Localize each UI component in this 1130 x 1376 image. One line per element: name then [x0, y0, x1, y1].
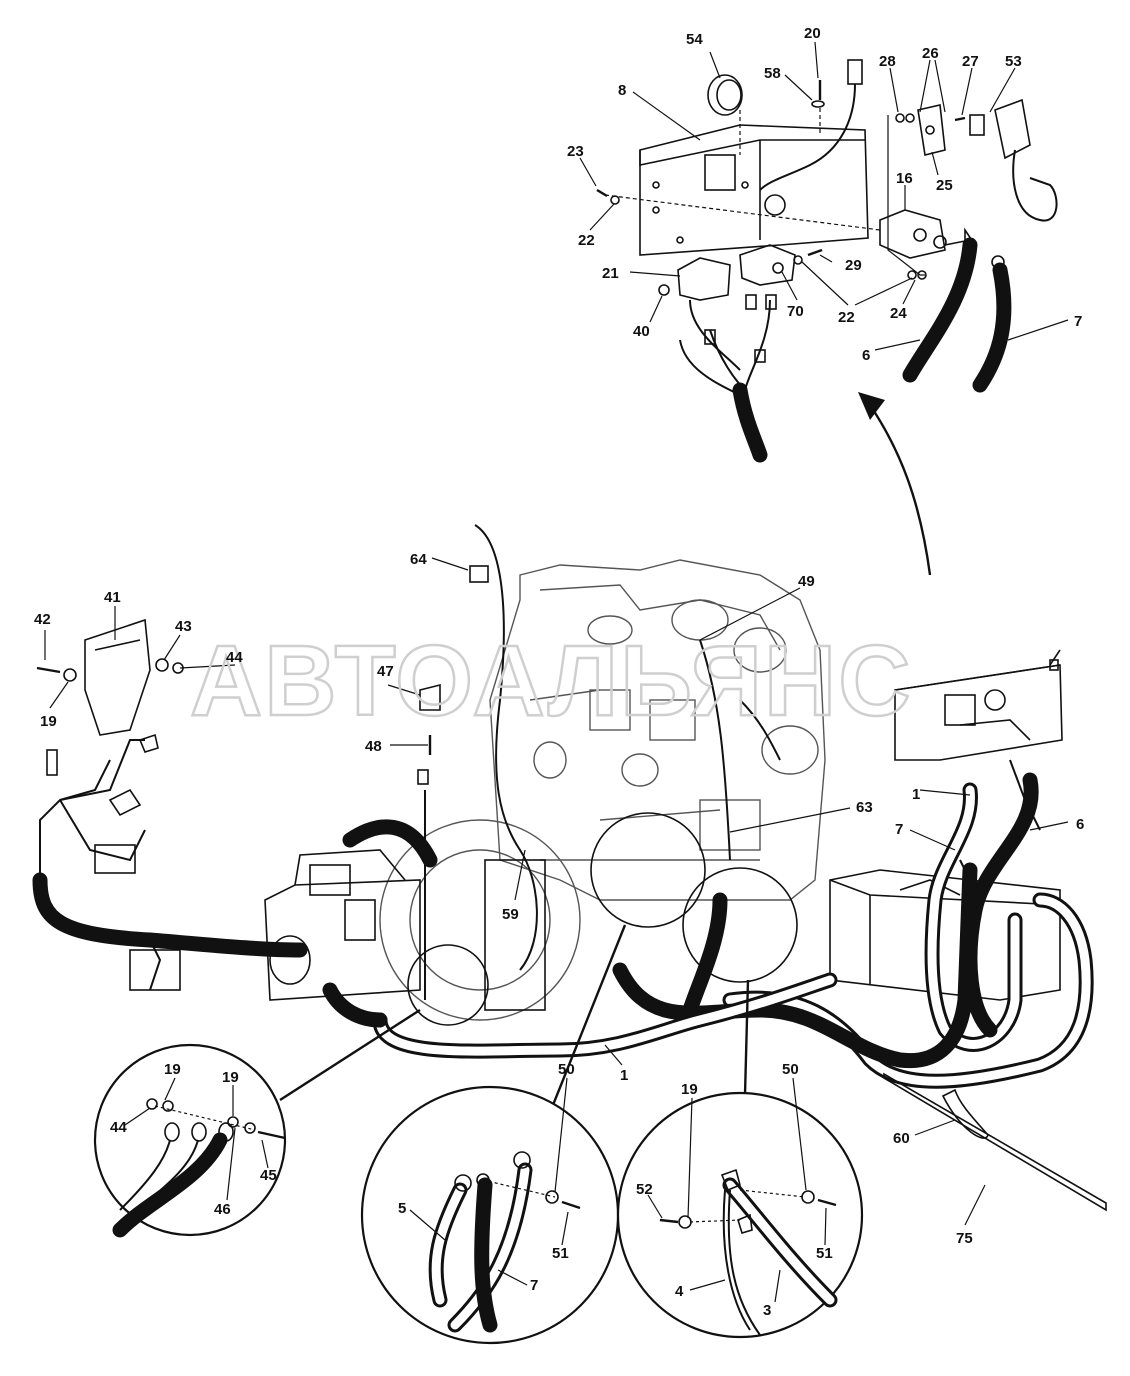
callout-46: 46: [214, 1201, 231, 1218]
assembly-arrow: [858, 392, 932, 576]
callout-19-detail-a: 19: [164, 1061, 181, 1078]
callout-8: 8: [618, 82, 626, 99]
callout-49: 49: [798, 573, 815, 590]
callout-7-detail: 7: [530, 1277, 538, 1294]
callout-44-detail: 44: [110, 1119, 127, 1136]
callout-23: 23: [567, 143, 584, 160]
callout-22-upper-right: 22: [838, 309, 855, 326]
callout-26: 26: [922, 45, 939, 62]
relay-bracket-installed: [894, 649, 1063, 761]
hydraulic-pump: [264, 849, 421, 1001]
callout-3: 3: [763, 1302, 771, 1319]
detail-circle-right: [616, 1091, 864, 1339]
callout-22-upper-left: 22: [578, 232, 595, 249]
detail-markers: [407, 812, 1107, 1212]
flywheel-housing: [379, 819, 581, 1021]
thin-wires: [39, 524, 1041, 1000]
callout-21: 21: [602, 265, 619, 282]
callout-40: 40: [633, 323, 650, 340]
callout-59: 59: [502, 906, 519, 923]
callout-52: 52: [636, 1181, 653, 1198]
callout-27: 27: [962, 53, 979, 70]
callout-7-lower: 7: [895, 821, 903, 838]
top-relay-plate-assembly: [596, 59, 1058, 463]
callout-6-lower: 6: [1076, 816, 1084, 833]
callout-50-right: 50: [782, 1061, 799, 1078]
callout-44-left: 44: [226, 649, 243, 666]
callout-4: 4: [675, 1283, 684, 1300]
callout-24: 24: [890, 305, 907, 322]
callout-42: 42: [34, 611, 51, 628]
callout-75: 75: [956, 1230, 973, 1247]
callout-7-upper: 7: [1074, 313, 1082, 330]
callout-43: 43: [175, 618, 192, 635]
callout-53: 53: [1005, 53, 1022, 70]
callout-1-bottom: 1: [620, 1067, 628, 1084]
callout-58: 58: [764, 65, 781, 82]
callout-47: 47: [377, 663, 394, 680]
callout-labels: 54 20 58 28 26 27 53 8 23 22 16 25 21 29…: [34, 25, 1084, 1319]
left-connector-assembly: [36, 565, 489, 991]
callout-5: 5: [398, 1200, 406, 1217]
callout-48: 48: [365, 738, 382, 755]
callout-19-left: 19: [40, 713, 57, 730]
callout-19-detail-right: 19: [681, 1081, 698, 1098]
callout-51-right: 51: [816, 1245, 833, 1262]
callout-51-middle: 51: [552, 1245, 569, 1262]
callout-16: 16: [896, 170, 913, 187]
callout-19-detail-b: 19: [222, 1069, 239, 1086]
detail-circle-middle: [360, 1085, 620, 1345]
callout-63: 63: [856, 799, 873, 816]
battery: [829, 869, 1061, 1001]
callout-50-middle: 50: [558, 1061, 575, 1078]
callout-64: 64: [410, 551, 427, 568]
detail-circle-left: [93, 1043, 287, 1238]
callout-60: 60: [893, 1130, 910, 1147]
watermark-text: АВТОАЛЬЯНС: [190, 625, 913, 737]
callout-41: 41: [104, 589, 121, 606]
callout-70: 70: [787, 303, 804, 320]
detail-leaders: [279, 924, 750, 1126]
callout-leaders: [44, 41, 1069, 1303]
callout-29: 29: [845, 257, 862, 274]
callout-6-upper: 6: [862, 347, 870, 364]
main-harness-cables: [32, 772, 1094, 1089]
callout-20: 20: [804, 25, 821, 42]
callout-25: 25: [936, 177, 953, 194]
callout-1-right: 1: [912, 786, 920, 803]
callout-28: 28: [879, 53, 896, 70]
callout-54: 54: [686, 31, 703, 48]
callout-45: 45: [260, 1167, 277, 1184]
